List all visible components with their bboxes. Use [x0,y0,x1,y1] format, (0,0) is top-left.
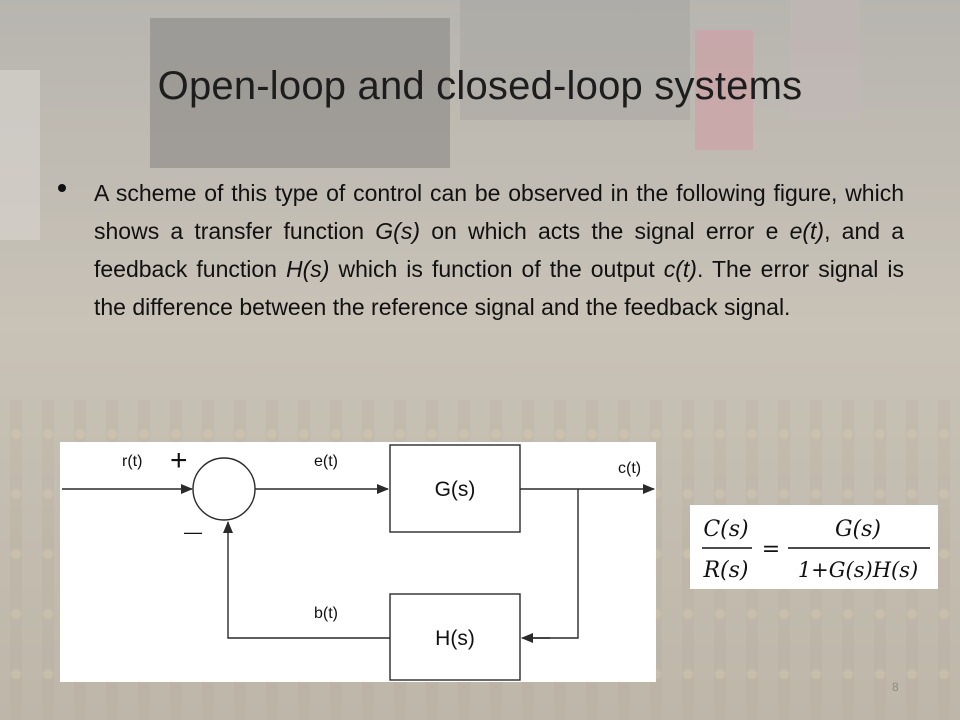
transfer-function-formula: C(s) R(s) = G(s) 1+G(s)H(s) [690,505,938,589]
formula-lhs-numerator: C(s) [703,517,748,542]
label-e: e(t) [314,453,338,470]
bullet-text-part: which is function of the output [329,256,664,282]
term-ct: c(t) [663,256,697,282]
label-r: r(t) [122,453,142,470]
feedback-line [524,489,579,639]
formula-lhs-denominator: R(s) [702,558,748,583]
label-b: b(t) [314,605,338,622]
slide-title: Open-loop and closed-loop systems [157,64,803,108]
h-block [389,593,521,681]
formula-rhs-numerator: G(s) [835,517,881,542]
g-block-label: G(s) [435,478,476,501]
bullet-text: A scheme of this type of control can be … [94,174,904,326]
bullet-text-part: A scheme of this type of control can be … [94,180,904,244]
label-minus: — [184,522,202,542]
formula-svg: C(s) R(s) = G(s) 1+G(s)H(s) [702,517,930,583]
bullet-text-part: . The error signal is the difference bet… [94,256,904,320]
summing-junction [192,457,256,521]
block-diagram-svg: r(t) + — e(t) c(t) b(t) G(s) H(s) [62,444,655,681]
formula-equals: = [762,537,780,562]
g-block [389,444,521,533]
h-block-label: H(s) [435,627,475,650]
block-diagram: r(t) + — e(t) c(t) b(t) G(s) H(s) [60,442,656,682]
bullet-item: A scheme of this type of control can be … [58,174,904,326]
term-gs: G(s) [375,218,421,244]
term-hs: H(s) [285,256,330,282]
bullet-text-part: on which acts the signal error e [420,218,790,244]
formula-rhs-denominator: 1+G(s)H(s) [798,558,918,582]
term-et: e(t) [789,218,825,244]
feedback-return-line [223,521,390,639]
label-plus: + [170,444,188,477]
bullet-text-part: , and a feedback function [94,218,905,282]
page-number: 8 [892,680,899,694]
bullet-dot [58,184,66,192]
label-c: c(t) [618,460,641,477]
